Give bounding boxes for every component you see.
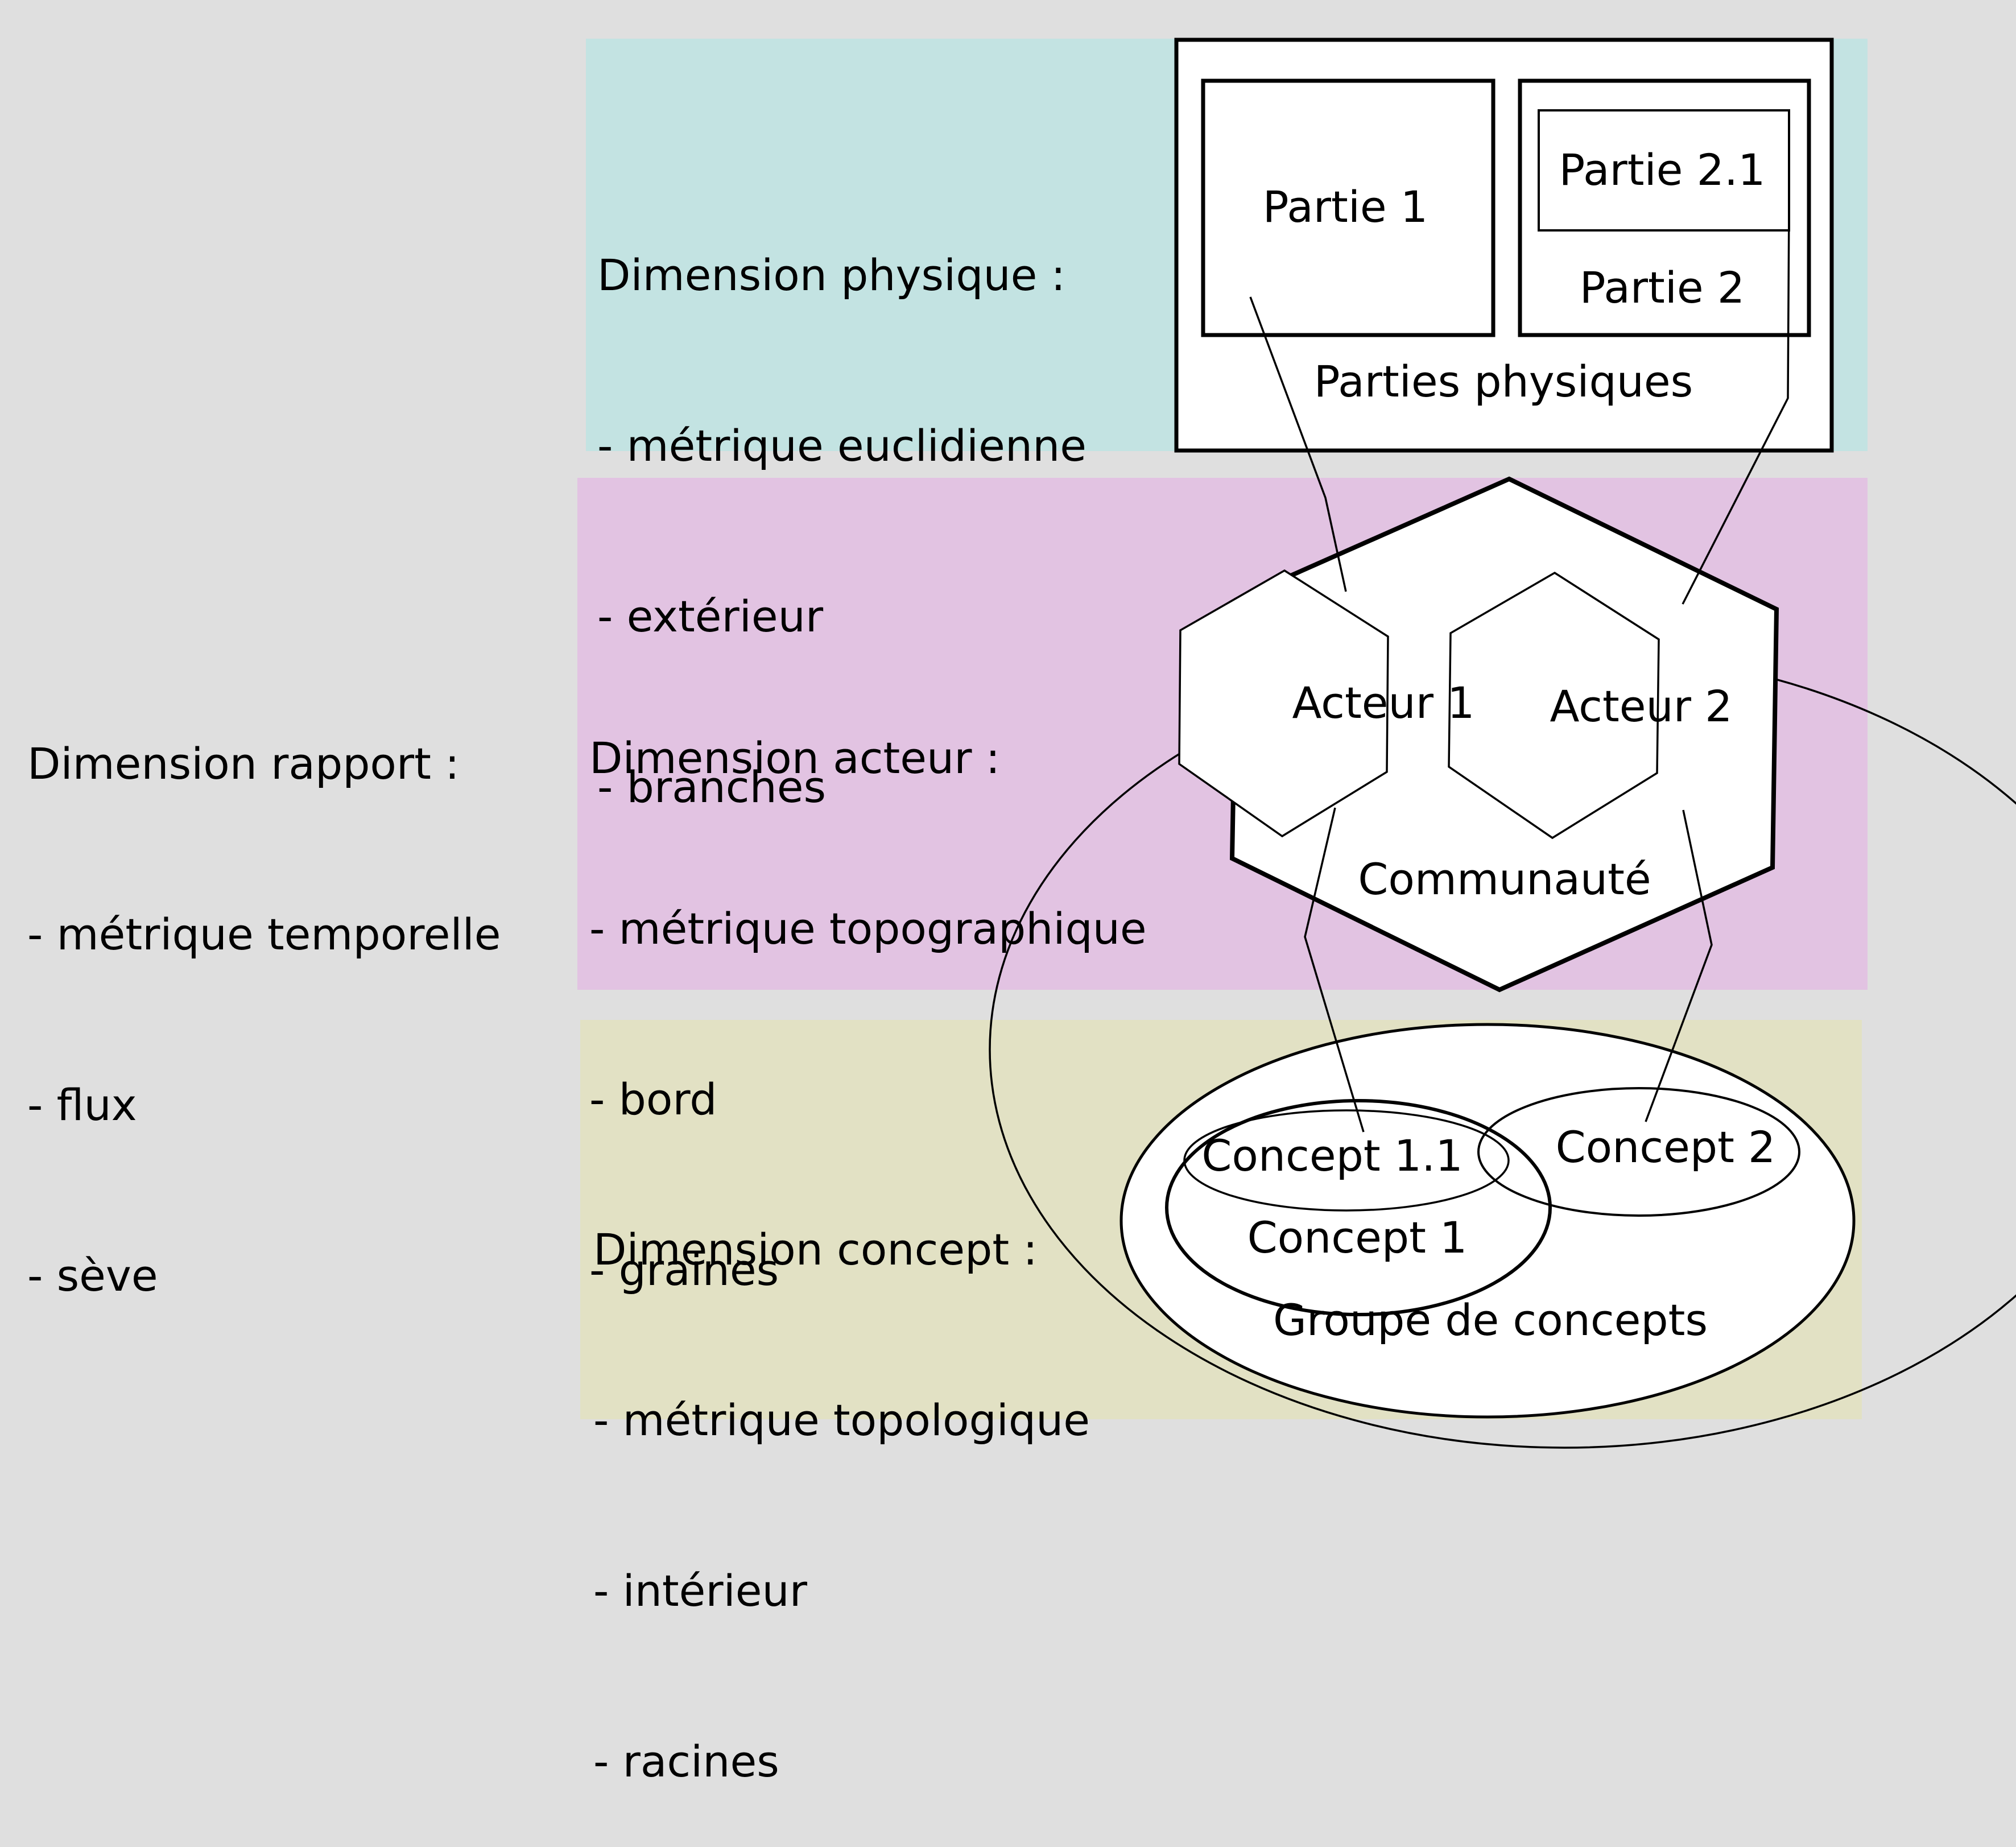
groupe-de-concepts-label: Groupe de concepts [1273,1295,1708,1345]
acteur-description: Dimension acteur : - métrique topographi… [589,616,1147,1356]
partie-1-box [1201,78,1496,337]
parties-physiques-label: Parties physiques [1314,356,1693,407]
partie-2-1-box [1538,109,1790,232]
acteur-title: Dimension acteur : [589,733,1001,783]
physique-item: - métrique euclidienne [597,420,1087,471]
concept-item: - métrique topologique [593,1395,1090,1445]
concept-item: - racines [593,1736,779,1787]
physique-item: - branches [597,762,827,812]
partie-2-label: Partie 2 [1580,262,1745,313]
rapport-title: Dimension rapport : [27,738,460,789]
acteur-2 [1448,571,1660,840]
concept-1-1-label: Concept 1.1 [1201,1130,1463,1181]
concept-item: - intérieur [593,1565,807,1616]
acteur-item: - graines [589,1245,779,1295]
concept-1-1-ellipse [1183,1109,1510,1212]
physique-title: Dimension physique : [597,250,1066,300]
concept-2-ellipse [1477,1087,1800,1217]
physique-description: Dimension physique : - métrique euclidie… [597,133,1087,873]
link-partie21-acteur2 [1682,203,1790,605]
concept-description: Dimension concept : - métrique topologiq… [593,1108,1090,1847]
concept-1-ellipse [1165,1099,1552,1316]
rapport-description: Dimension rapport : - métrique temporell… [27,622,501,1361]
acteur-2-label: Acteur 2 [1550,681,1733,732]
acteur-item: - bord [589,1074,717,1125]
acteur-1 [1178,569,1389,838]
rapport-item: - flux [27,1080,137,1130]
link-acteur2-concept2 [1645,809,1713,1122]
partie-2-1-label: Partie 2.1 [1559,144,1766,195]
diagram-canvas: Partie 1 Partie 2.1 Partie 2 Parties phy… [989,38,2016,1449]
rapport-item: - sève [27,1250,158,1301]
acteur-1-label: Acteur 1 [1292,677,1475,728]
communaute-label: Communauté [1358,854,1651,904]
physique-item: - extérieur [597,591,824,642]
acteur-item: - métrique topographique [589,903,1147,954]
concept-title: Dimension concept : [593,1224,1038,1275]
concept-2-label: Concept 2 [1556,1122,1776,1172]
link-partie1-acteur1 [1249,296,1347,592]
partie-1-label: Partie 1 [1263,181,1428,232]
link-acteur1-concept11 [1304,807,1365,1133]
concept-1-label: Concept 1 [1247,1212,1468,1263]
rapport-item: - métrique temporelle [27,909,501,960]
